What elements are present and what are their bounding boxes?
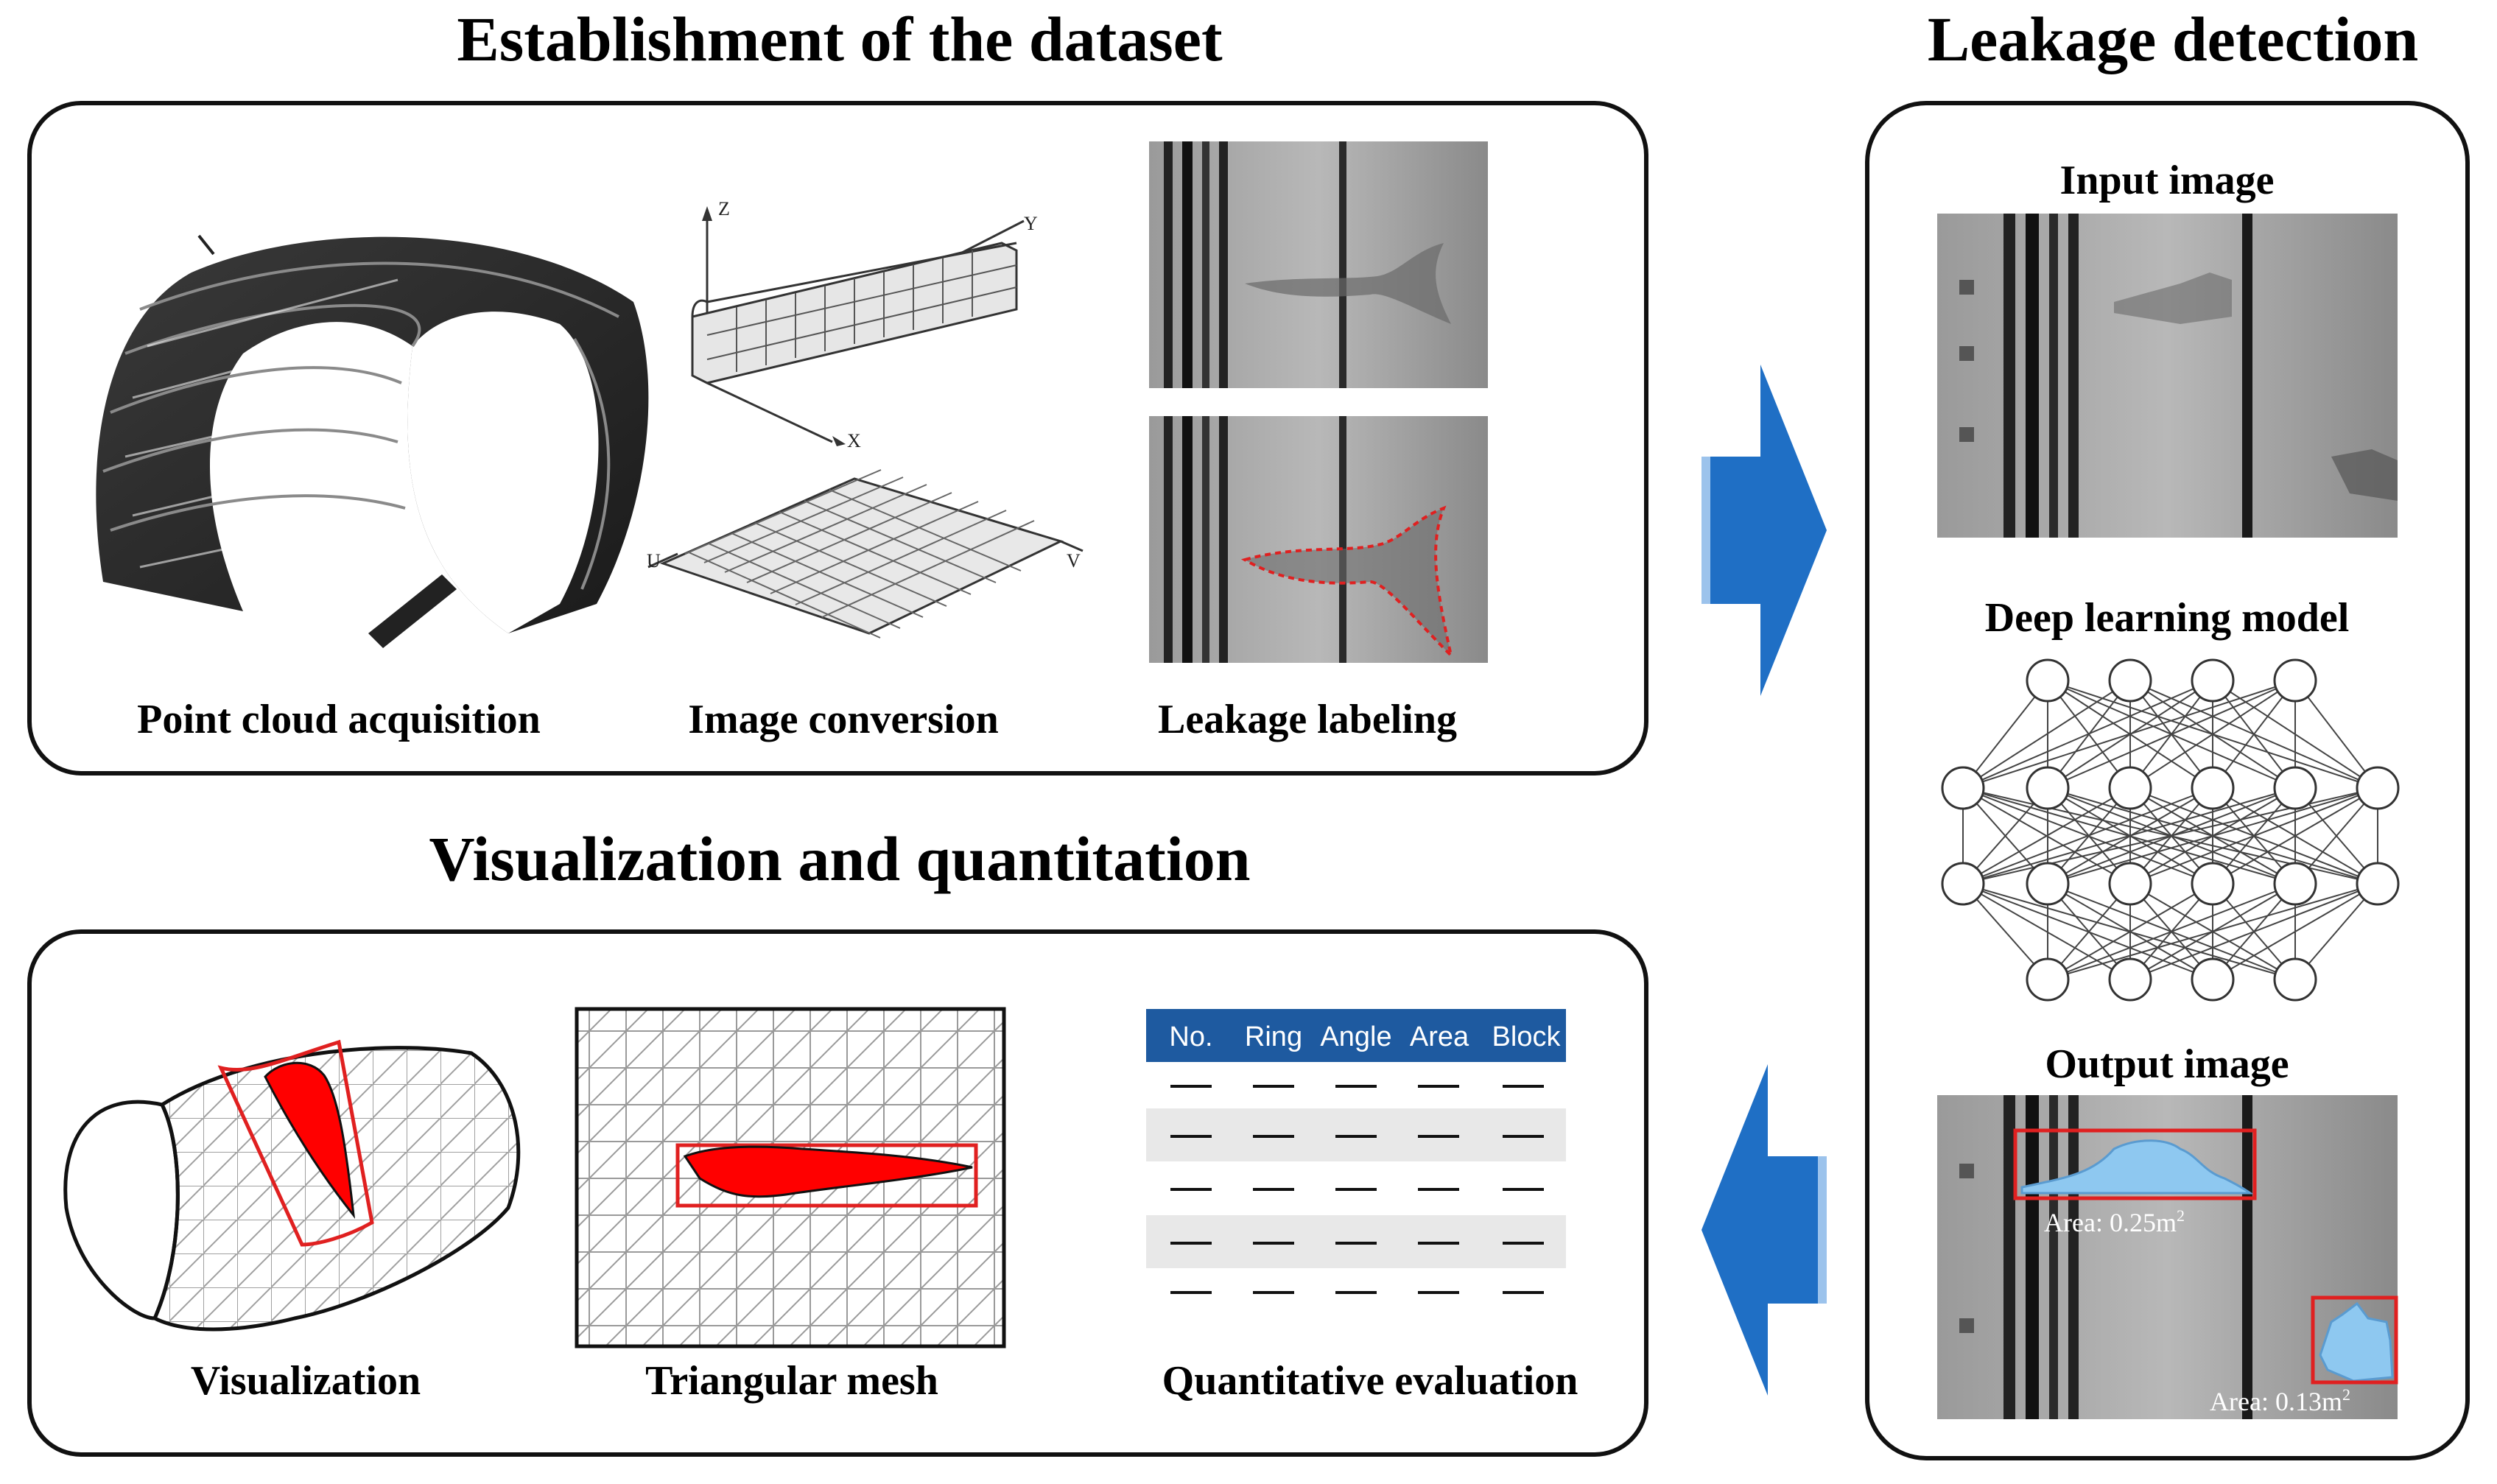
caption-quantitative-evaluation: Quantitative evaluation xyxy=(1162,1358,1578,1404)
axis-x-label: X xyxy=(847,430,861,451)
detection-box-1: Area: 0.25m2 xyxy=(2013,1128,2257,1237)
network-node xyxy=(2108,862,2152,906)
model-label: Deep learning model xyxy=(1985,595,2350,641)
network-edge xyxy=(1962,680,2213,789)
axis-y-label: Y xyxy=(1024,213,1038,234)
network-edge xyxy=(2212,883,2378,980)
network-node xyxy=(2191,862,2235,906)
network-edge xyxy=(2047,680,2296,789)
network-edge xyxy=(2047,883,2378,980)
network-node xyxy=(2026,862,2070,906)
axis-z-label: Z xyxy=(718,198,730,219)
visualization-heading: Visualization and quantitation xyxy=(429,823,1250,894)
output-image: Area: 0.25m2 Area: 0.13m2 xyxy=(1937,1095,2398,1419)
input-image-label: Input image xyxy=(2060,158,2275,203)
network-edge xyxy=(2047,883,2296,980)
leakage-raw-image xyxy=(1149,141,1488,388)
axis-v-label: V xyxy=(1067,550,1081,572)
network-node xyxy=(2273,658,2317,703)
network-node xyxy=(2191,957,2235,1002)
dataset-panel: Z Y X xyxy=(27,101,1648,776)
network-edge xyxy=(1962,680,2048,789)
network-node xyxy=(2026,658,2070,703)
network-edge xyxy=(1962,787,2131,885)
detection-area-1: Area: 0.25m2 xyxy=(2044,1206,2185,1237)
caption-leakage-labeling: Leakage labeling xyxy=(1158,697,1457,742)
axis-u-label: U xyxy=(647,550,661,572)
network-edge xyxy=(2294,680,2378,789)
network-node xyxy=(2356,766,2400,810)
network-node xyxy=(2273,957,2317,1002)
table-header xyxy=(1146,1009,1566,1062)
network-node xyxy=(2356,862,2400,906)
network-edge xyxy=(1962,680,2131,789)
network-node xyxy=(1941,766,1985,810)
neural-network-diagram xyxy=(1941,658,2400,1002)
visualization-panel: No. Ring Angle Area Block Visualization Tria… xyxy=(27,929,1648,1457)
network-node xyxy=(2191,658,2235,703)
arrow-to-visualization xyxy=(1701,1064,1827,1396)
network-edge xyxy=(2212,680,2296,789)
caption-point-cloud: Point cloud acquisition xyxy=(137,697,541,742)
network-edge xyxy=(2047,787,2378,885)
network-node xyxy=(2108,766,2152,810)
table-column-header: Angle xyxy=(1320,1021,1391,1052)
quantitative-table: No. Ring Angle Area Block xyxy=(1146,1009,1566,1294)
point-cloud-tunnel-image xyxy=(96,234,649,648)
network-node xyxy=(2191,766,2235,810)
network-node xyxy=(2026,957,2070,1002)
detection-box-2: Area: 0.13m2 xyxy=(2210,1295,2398,1416)
input-image xyxy=(1937,214,2398,538)
triangular-mesh xyxy=(575,1007,1006,1348)
caption-triangular-mesh: Triangular mesh xyxy=(645,1358,938,1404)
caption-image-conversion: Image conversion xyxy=(688,697,999,742)
detection-panel: Input image Deep learning model Output i… xyxy=(1865,101,2470,1460)
image-conversion-diagram: Z Y X xyxy=(647,198,1084,639)
table-column-header: Ring xyxy=(1245,1021,1302,1052)
network-node xyxy=(2273,862,2317,906)
network-node xyxy=(1941,862,1985,906)
tunnel-visualization xyxy=(63,1039,521,1332)
arrow-to-detection xyxy=(1701,365,1827,696)
network-edge xyxy=(2212,787,2378,885)
dataset-heading: Establishment of the dataset xyxy=(457,4,1223,74)
output-image-label: Output image xyxy=(2045,1041,2289,1087)
network-edge xyxy=(1962,787,2213,885)
detection-heading: Leakage detection xyxy=(1928,4,2418,74)
detection-area-2: Area: 0.13m2 xyxy=(2210,1385,2350,1416)
table-column-header: Area xyxy=(1410,1021,1469,1052)
network-edge xyxy=(2129,883,2378,980)
table-column-header: Block xyxy=(1492,1021,1562,1052)
network-edge xyxy=(1962,787,2296,885)
network-node xyxy=(2273,766,2317,810)
network-edge xyxy=(2047,883,2213,980)
network-node xyxy=(2108,957,2152,1002)
network-edge xyxy=(2129,680,2296,789)
network-node xyxy=(2108,658,2152,703)
network-edge xyxy=(2129,787,2378,885)
table-column-header: No. xyxy=(1169,1021,1212,1052)
network-edge xyxy=(1962,680,2296,789)
leakage-labeled-image xyxy=(1149,416,1488,663)
caption-visualization: Visualization xyxy=(191,1358,421,1404)
network-node xyxy=(2026,766,2070,810)
